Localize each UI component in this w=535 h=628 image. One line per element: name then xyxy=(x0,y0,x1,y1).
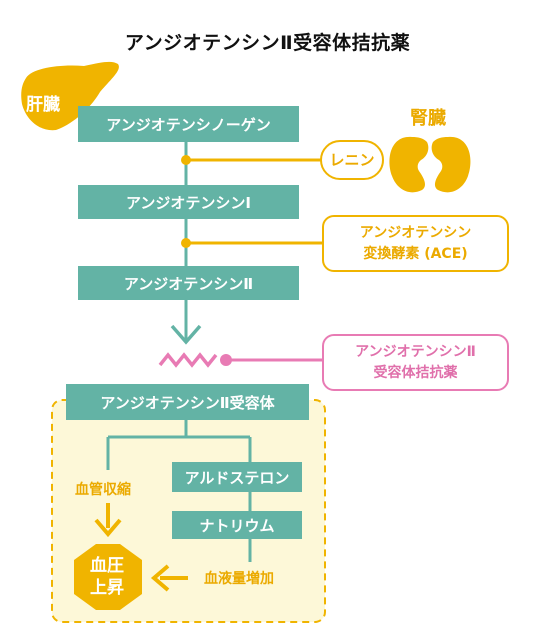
angiotensinogen-box: アンジオテンシノーゲン xyxy=(78,106,299,142)
aldosterone-box: アルドステロン xyxy=(172,462,302,492)
kidney-icon xyxy=(389,136,471,193)
liver-icon xyxy=(21,61,119,131)
ace-pill: アンジオテンシン 変換酵素 (ACE) xyxy=(322,215,509,272)
ace-label-line1: アンジオテンシン xyxy=(359,224,472,241)
zigzag-blocker-icon xyxy=(158,352,218,368)
vasoconstriction-label: 血管収縮 xyxy=(75,482,131,498)
bp-octagon xyxy=(74,544,142,610)
blocker-pill: アンジオテンシンⅡ 受容体拮抗薬 xyxy=(322,334,509,391)
renin-junction-dot xyxy=(181,155,191,165)
bp-text: 血圧 上昇 xyxy=(72,555,142,599)
bp-text-line1: 血圧 xyxy=(90,556,124,576)
blocker-label-line1: アンジオテンシンⅡ xyxy=(355,343,476,360)
renin-pill: レニン xyxy=(320,140,384,180)
blocker-junction-dot xyxy=(220,354,232,366)
blood-volume-label: 血液量増加 xyxy=(204,571,274,587)
arrow-down-icon xyxy=(94,518,122,538)
chevron-down-icon xyxy=(170,324,202,345)
receptor-box: アンジオテンシンⅡ受容体 xyxy=(66,384,309,420)
arrow-left-icon xyxy=(150,564,170,592)
ace-junction-dot xyxy=(181,238,191,248)
blocker-label-line2: 受容体拮抗薬 xyxy=(373,364,458,381)
angiotensin2-box: アンジオテンシンⅡ xyxy=(78,266,299,300)
diagram-title: アンジオテンシンⅡ受容体拮抗薬 xyxy=(124,32,411,54)
sodium-box: ナトリウム xyxy=(172,511,302,539)
bp-text-line2: 上昇 xyxy=(90,578,124,598)
liver-label: 肝臓 xyxy=(26,95,60,115)
kidney-label: 腎臓 xyxy=(410,108,446,129)
angiotensin1-box: アンジオテンシンⅠ xyxy=(78,185,299,219)
ace-label-line2: 変換酵素 (ACE) xyxy=(363,245,468,262)
renin-label: レニン xyxy=(329,150,375,169)
